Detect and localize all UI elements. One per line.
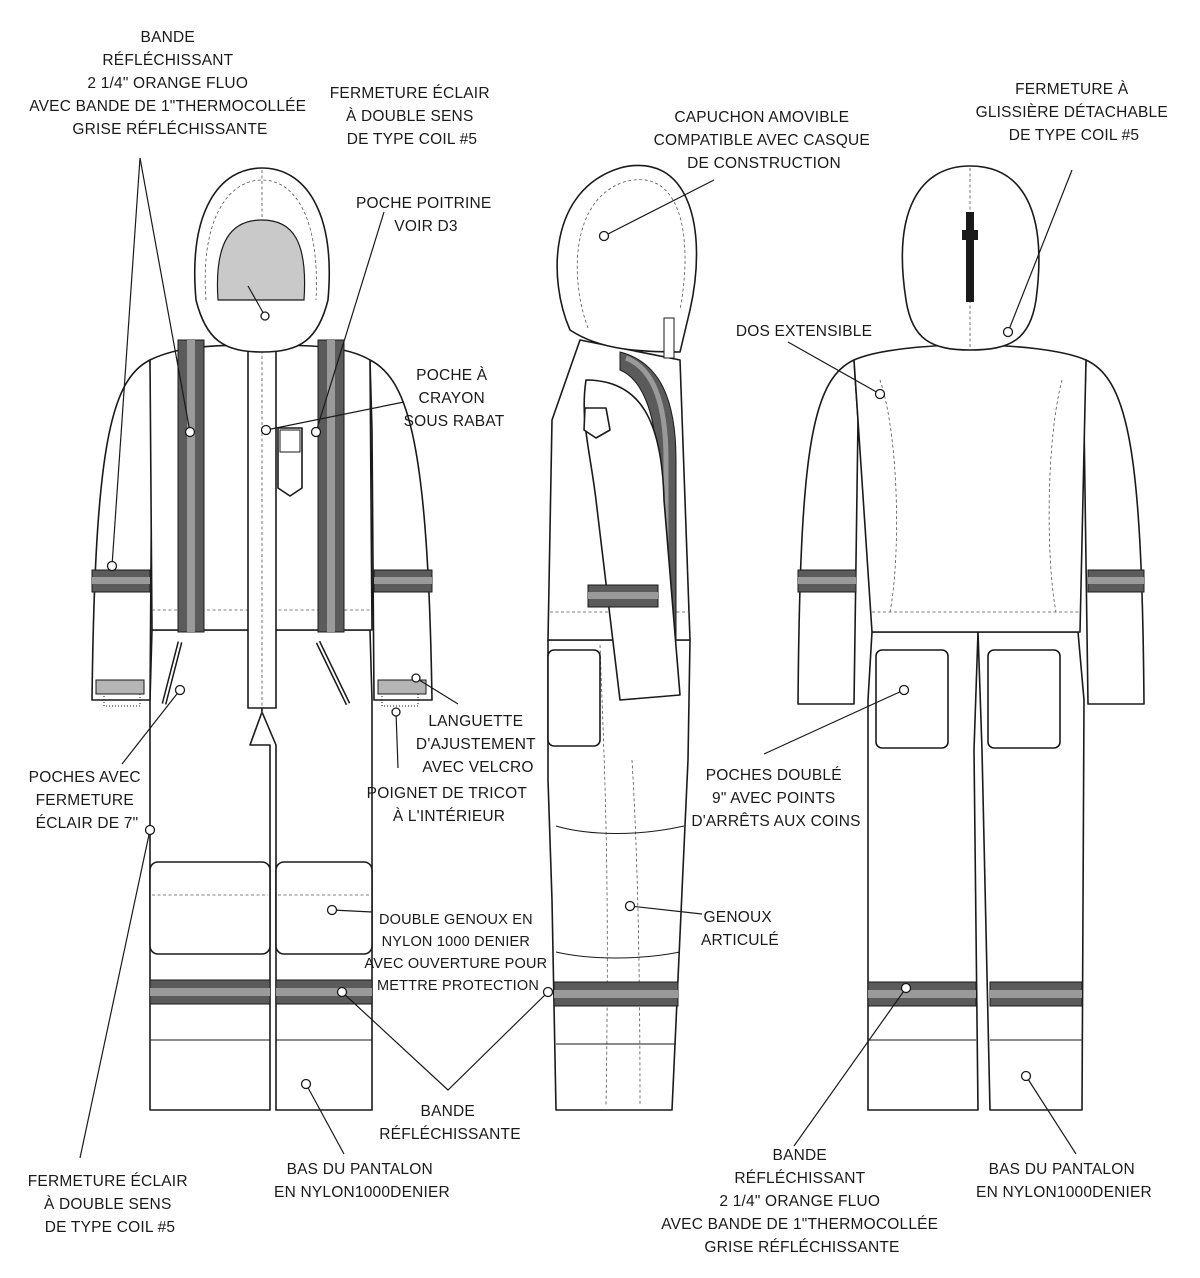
label-languette: LANGUETTE D'AJUSTEMENT AVEC VELCRO xyxy=(416,713,540,776)
labels: BANDE RÉFLÉCHISSANT 2 1/4" ORANGE FLUO A… xyxy=(28,29,1173,1256)
front-right-arm xyxy=(369,359,433,701)
side-view xyxy=(547,164,698,1111)
side-hood xyxy=(556,164,698,353)
label-bas-front: BAS DU PANTALON EN NYLON1000DENIER xyxy=(274,1161,450,1201)
back-torso xyxy=(853,344,1087,633)
label-genoux: GENOUX ARTICULÉ xyxy=(701,909,779,949)
leaders xyxy=(79,157,1077,1159)
label-poche-crayon: POCHE À CRAYON SOUS RABAT xyxy=(404,367,505,430)
front-zipper-placket xyxy=(247,309,277,709)
label-bas-back: BAS DU PANTALON EN NYLON1000DENIER xyxy=(976,1161,1152,1201)
back-pocket-left xyxy=(875,649,949,749)
label-bande-mid: BANDE RÉFLÉCHISSANTE xyxy=(379,1103,520,1143)
label-bande-bottom: BANDE RÉFLÉCHISSANT 2 1/4" ORANGE FLUO A… xyxy=(661,1147,942,1256)
back-hood-zipper xyxy=(966,212,974,302)
label-zip-front: FERMETURE ÉCLAIR À DOUBLE SENS DE TYPE C… xyxy=(330,85,494,148)
label-fermeture-glissiere: FERMETURE À GLISSIÈRE DÉTACHABLE DE TYPE… xyxy=(976,81,1173,144)
front-knee-pad-left xyxy=(149,861,271,955)
back-pocket-right xyxy=(987,649,1061,749)
front-left-arm xyxy=(91,359,153,701)
label-poignet: POIGNET DE TRICOT À L'INTÉRIEUR xyxy=(367,785,532,825)
label-double-genoux: DOUBLE GENOUX EN NYLON 1000 DENIER AVEC … xyxy=(364,912,551,994)
back-left-arm xyxy=(797,359,859,705)
label-dos: DOS EXTENSIBLE xyxy=(736,323,872,340)
front-knee-pad-right xyxy=(275,861,373,955)
label-bande-top: BANDE RÉFLÉCHISSANT 2 1/4" ORANGE FLUO A… xyxy=(29,29,310,138)
back-view xyxy=(797,165,1145,1111)
label-poches-double: POCHES DOUBLÉ 9" AVEC POINTS D'ARRÊTS AU… xyxy=(691,767,860,830)
label-zip-bottom: FERMETURE ÉCLAIR À DOUBLE SENS DE TYPE C… xyxy=(28,1173,192,1236)
back-right-arm xyxy=(1083,359,1145,705)
label-poches-zip: POCHES AVEC FERMETURE ÉCLAIR DE 7" xyxy=(29,769,146,832)
label-poche-poitrine: POCHE POITRINE VOIR D3 xyxy=(356,195,496,235)
label-capuchon: CAPUCHON AMOVIBLE COMPATIBLE AVEC CASQUE… xyxy=(654,109,875,172)
